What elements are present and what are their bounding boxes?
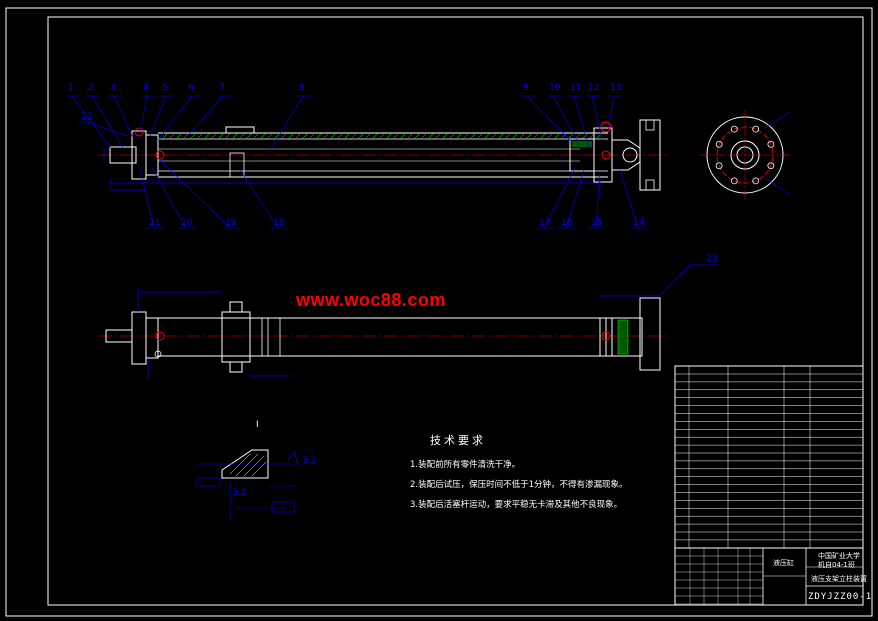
roughness-2: 3.2: [232, 488, 247, 498]
balloon-number: 11: [570, 83, 582, 93]
balloon-number: 12: [588, 83, 600, 93]
balloon-number: 19: [225, 218, 237, 228]
part-balloons: [66, 95, 648, 229]
balloon-number: 2: [88, 83, 94, 93]
balloon-number: 8: [299, 83, 305, 93]
class-name: 机自04-1班: [818, 561, 855, 569]
detail-label: I: [256, 420, 259, 430]
balloon-number: 6: [188, 83, 194, 93]
outer-border: [5, 7, 873, 617]
university-name: 中国矿业大学: [818, 552, 860, 560]
detail-view: [195, 449, 300, 520]
balloon-number: 14: [633, 218, 645, 228]
end-view: [700, 110, 791, 200]
inner-border: [47, 16, 864, 606]
balloon-number: 22: [81, 112, 93, 122]
balloon-number: 17: [539, 218, 551, 228]
drawing-name: 液压缸: [773, 559, 794, 567]
balloon-number: 15: [591, 218, 603, 228]
balloon-number: 13: [610, 83, 622, 93]
balloon-number: 20: [181, 218, 193, 228]
balloon-number: 9: [523, 83, 529, 93]
tech-requirement-3: 3.装配后活塞杆运动，要求平稳无卡滞及其他不良现象。: [410, 500, 623, 510]
section-view: [98, 119, 670, 191]
balloon-number: 16: [561, 218, 573, 228]
balloon-number: 23: [706, 254, 718, 264]
external-view: [98, 264, 718, 378]
product-name: 液压支架立柱装置: [811, 575, 867, 583]
tech-requirements-title: 技术要求: [430, 434, 486, 447]
roughness-1: 3.2: [302, 456, 317, 466]
balloon-number: 5: [162, 83, 168, 93]
balloon-number: 7: [219, 83, 225, 93]
balloon-number: 10: [549, 83, 561, 93]
balloon-number: 3: [110, 83, 116, 93]
balloon-number: 1: [68, 83, 74, 93]
balloon-number: 4: [143, 83, 149, 93]
balloon-number: 21: [149, 218, 161, 228]
tech-requirement-2: 2.装配后试压，保压时间不低于1分钟，不得有渗漏现象。: [410, 480, 628, 490]
watermark-text: www.woc88.com: [296, 290, 446, 310]
balloon-number: 18: [273, 218, 285, 228]
tech-requirement-1: 1.装配前所有零件清洗干净。: [410, 460, 521, 470]
drawing-number: ZDYJZZ00-1: [808, 592, 873, 602]
barrel-hatch: [161, 132, 603, 140]
title-block: [674, 365, 864, 606]
